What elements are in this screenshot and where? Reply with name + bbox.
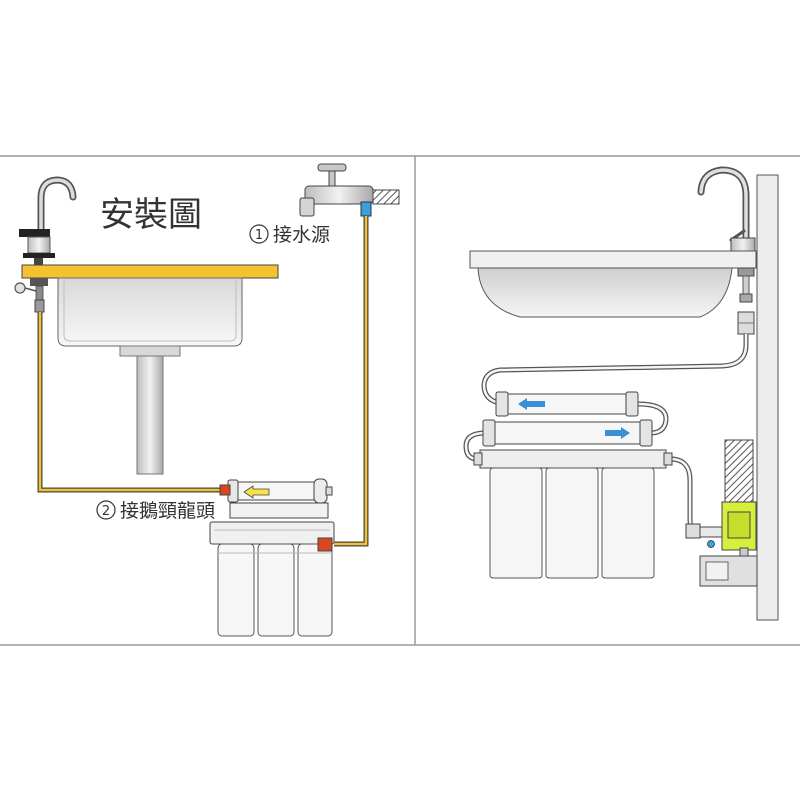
inline-filter-1-right-cap xyxy=(625,391,639,417)
tap-thread xyxy=(372,189,400,205)
inline-filter-mount xyxy=(229,502,329,519)
filter-canister-3 xyxy=(297,543,333,637)
filter-canister-right-3 xyxy=(601,467,655,579)
faucet-valve-arm xyxy=(24,287,37,292)
faucet-under-counter-fittings xyxy=(14,278,48,313)
flow-arrow-left-icon xyxy=(243,485,270,499)
faucet-handle-cap xyxy=(19,229,50,237)
wall-tap-icon xyxy=(299,163,400,217)
valve-body-inner xyxy=(727,511,751,539)
flow-arrow-right-blue-icon xyxy=(605,427,630,439)
tap-blue-connector xyxy=(360,201,372,217)
step-2-text: 接鵝頸龍頭 xyxy=(120,500,215,522)
drain-flange xyxy=(119,345,181,357)
supply-fitting-red xyxy=(317,537,333,552)
tube-filter2-to-housing xyxy=(464,431,484,461)
step-2-label: 2 接鵝頸龍頭 xyxy=(96,500,215,522)
faucet-right-spout-outline xyxy=(697,166,750,252)
wall-connector-inner xyxy=(705,561,729,581)
wall xyxy=(756,174,779,621)
faucet-body xyxy=(27,236,51,254)
tube-faucet-to-filter xyxy=(482,334,748,404)
step-1-number: 1 xyxy=(255,228,263,243)
tube-end-fitting xyxy=(685,523,701,539)
supply-tube-outline xyxy=(334,216,369,547)
filter-canister-2 xyxy=(257,543,295,637)
step-2-number-circle xyxy=(96,500,116,520)
sink-basin-body xyxy=(57,277,243,347)
left-panel: 安裝圖 1 接水源 2 接鵝頸龍頭 xyxy=(14,163,400,637)
step-2-number: 2 xyxy=(102,504,110,519)
faucet-right-mount-nut xyxy=(737,267,755,277)
right-panel xyxy=(463,166,779,621)
faucet-right-shank xyxy=(742,275,750,295)
faucet-mount-nut xyxy=(30,278,48,286)
gooseneck-faucet-right-icon xyxy=(697,166,756,252)
sink-basin-left xyxy=(57,277,243,475)
faucet-right-spout xyxy=(699,168,748,250)
inline-filter-nipple xyxy=(325,486,333,496)
faucet-tube-connector xyxy=(34,299,45,313)
step-1-label: 1 接水源 xyxy=(249,224,330,246)
gooseneck-faucet-icon xyxy=(19,176,77,265)
tube-housing-to-valve-outline xyxy=(671,456,701,534)
filter-housing-head xyxy=(209,521,335,545)
faucet-valve-wheel-icon xyxy=(14,282,26,294)
sink-basin-inner-edge xyxy=(63,278,237,342)
sink-basin-right xyxy=(477,267,733,318)
filter-unit-left xyxy=(209,521,335,637)
faucet-shank xyxy=(35,285,44,301)
filter-housing-right-left-port xyxy=(473,452,483,466)
tap-spout xyxy=(299,197,315,217)
filter-canister-right-1 xyxy=(489,467,543,579)
wall-valve-assembly xyxy=(685,439,758,587)
inline-filter-right-cap xyxy=(313,478,328,504)
output-fitting-red xyxy=(219,484,231,496)
countertop xyxy=(21,264,279,279)
inline-filter-right-1 xyxy=(495,391,639,417)
faucet-spout xyxy=(39,178,75,236)
inline-filter-2-right-cap xyxy=(639,419,653,447)
faucet-base-flange xyxy=(23,253,55,258)
faucet-spout-outline xyxy=(37,176,77,238)
tap-body xyxy=(304,185,374,205)
step-1-text: 接水源 xyxy=(273,224,330,246)
filter-canister-right-2 xyxy=(545,467,599,579)
output-tube xyxy=(38,312,222,492)
tube-filter1-to-filter2 xyxy=(637,402,668,435)
filter-unit-right xyxy=(473,449,673,579)
filter-canister-1 xyxy=(217,543,255,637)
inline-filter-1-left-cap xyxy=(495,391,509,417)
step-1-number-circle xyxy=(249,224,269,244)
faucet-right-cone-nut xyxy=(739,293,753,303)
valve-tee xyxy=(699,526,723,538)
filter-housing-right-right-port xyxy=(663,452,673,466)
inline-filter-right-2 xyxy=(482,419,653,447)
threaded-supply-pipe xyxy=(724,439,754,503)
tap-handle xyxy=(317,163,347,172)
tap-handle-stem xyxy=(328,170,336,187)
flow-arrow-left-blue-icon xyxy=(518,398,545,410)
supply-tube xyxy=(334,216,368,546)
inline-filter-left xyxy=(219,478,333,519)
faucet-base-stem xyxy=(34,258,43,265)
drain-pipe xyxy=(136,355,164,475)
sink-right xyxy=(469,250,757,318)
filter-housing-right-head xyxy=(479,449,667,469)
inline-filter-2-left-cap xyxy=(482,419,496,447)
diagram-title: 安裝圖 xyxy=(100,195,202,235)
valve-blue-knob-icon xyxy=(707,540,715,548)
faucet-right-under-sink-fittings xyxy=(737,267,755,335)
faucet-right-base xyxy=(730,237,756,252)
sink-rim xyxy=(469,250,757,269)
